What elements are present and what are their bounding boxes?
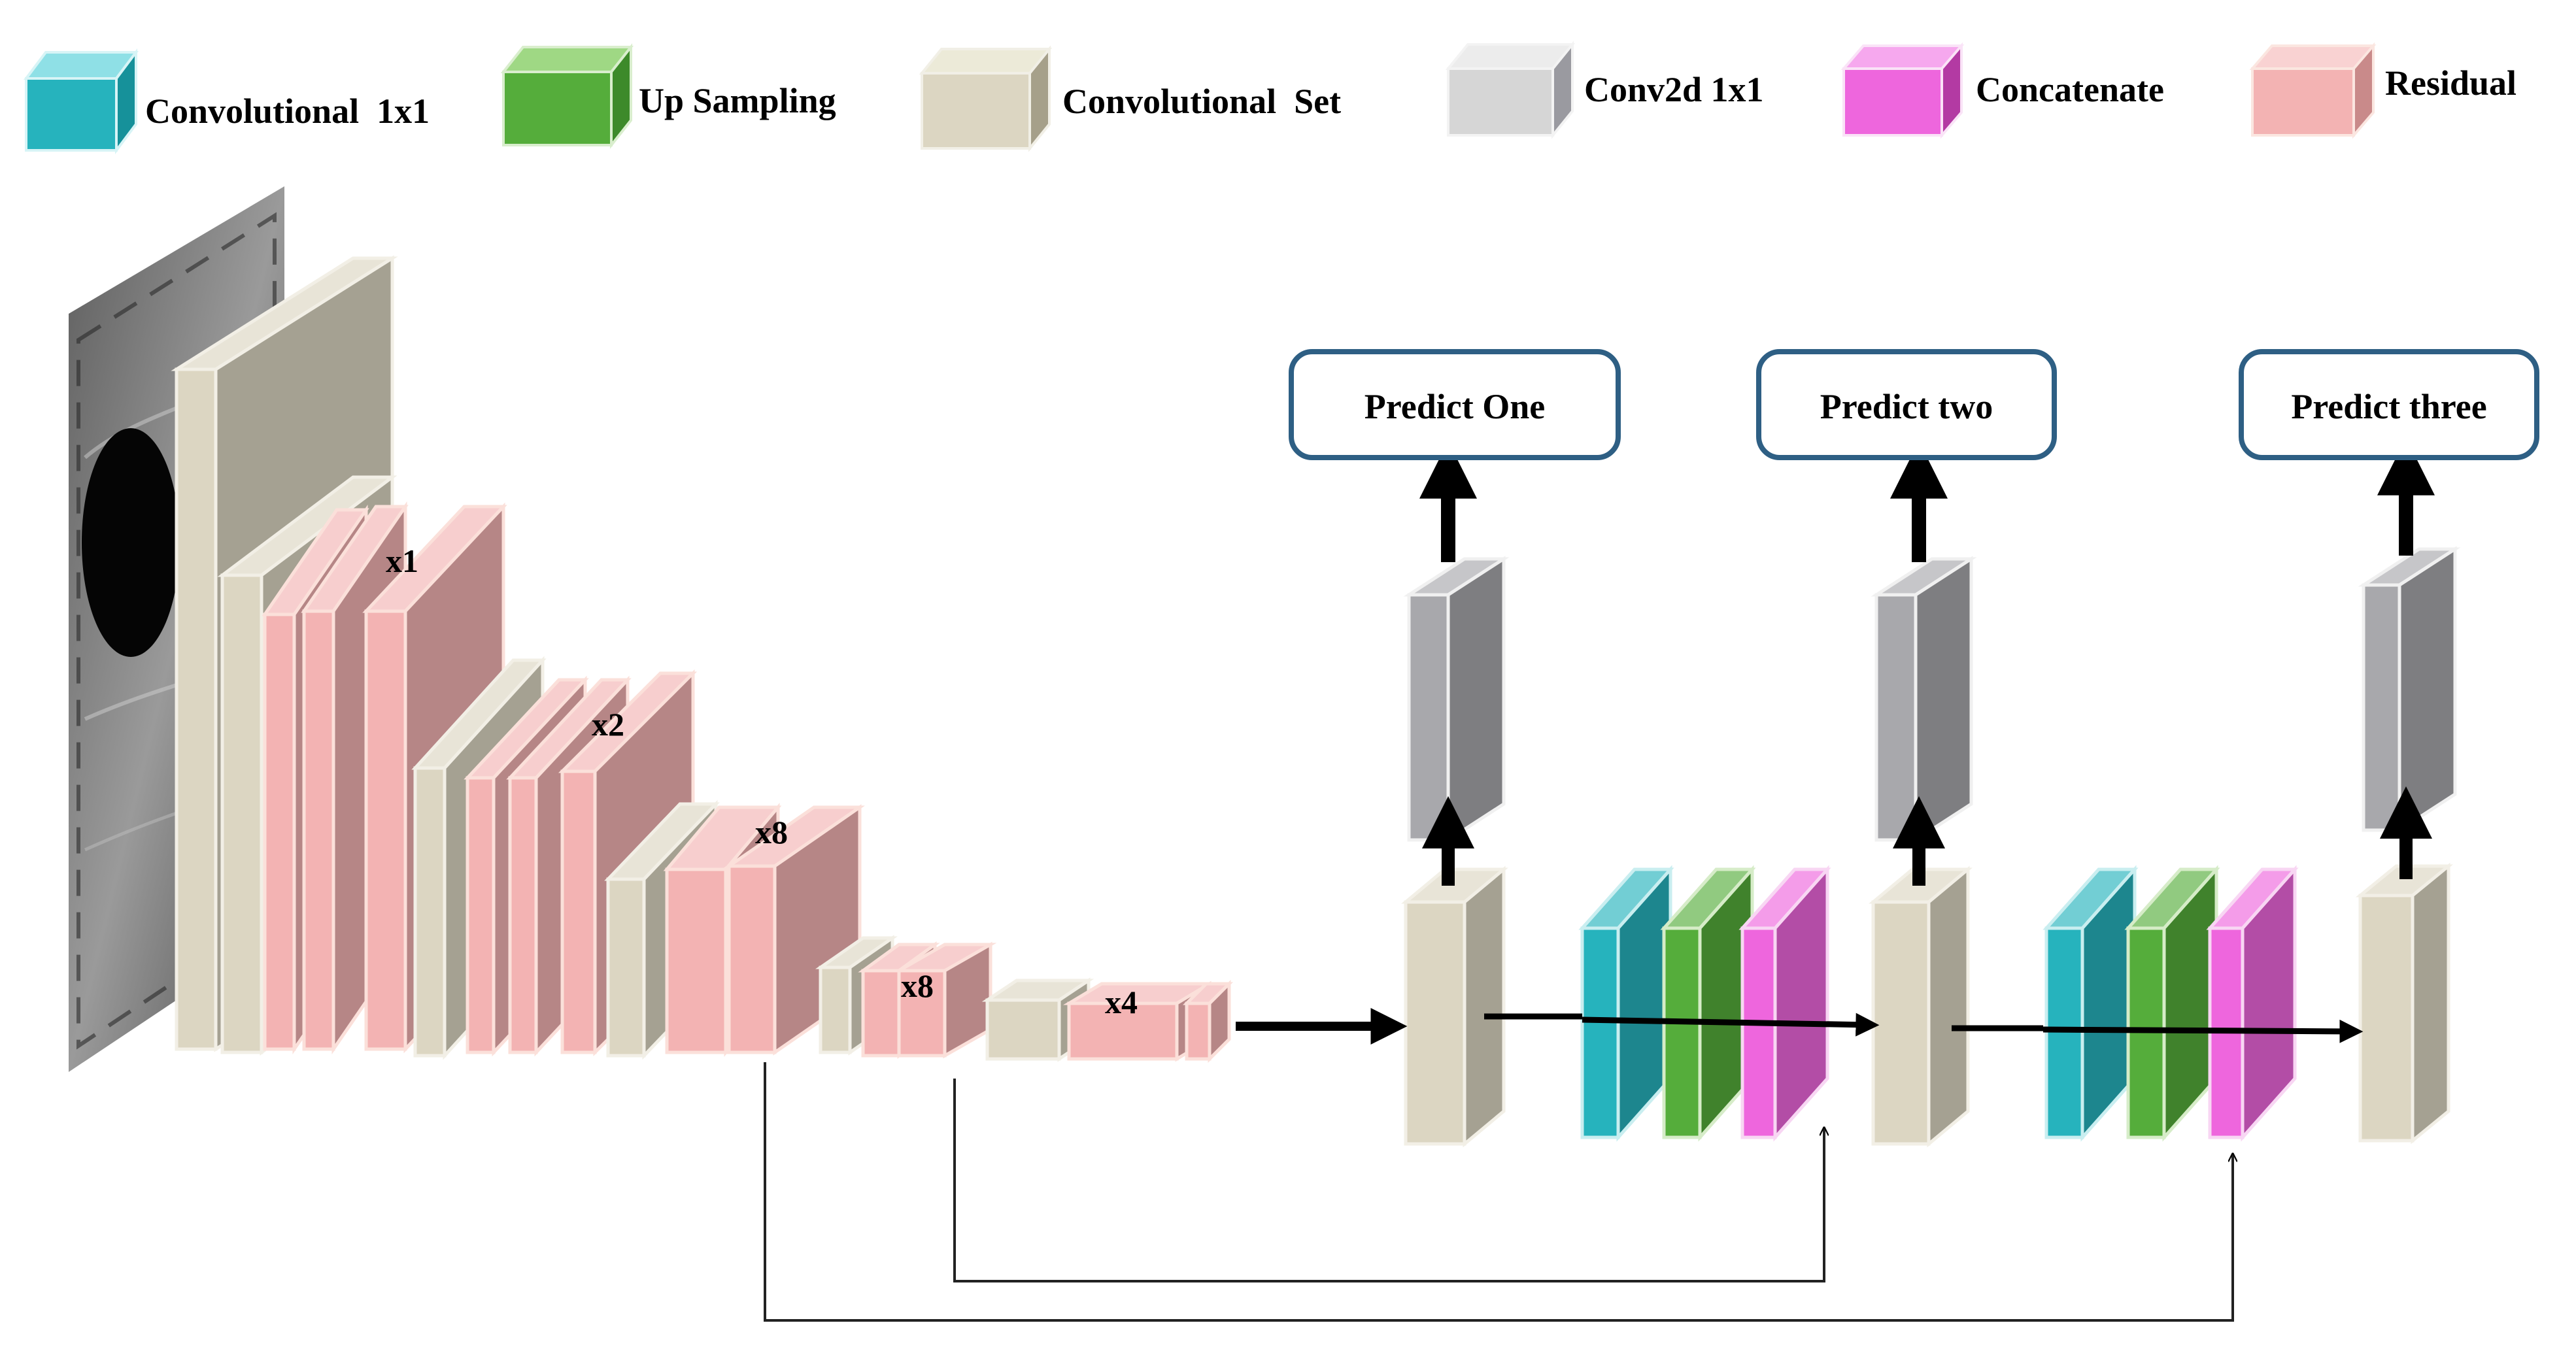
legend-label: Concatenate <box>1976 70 2164 109</box>
repeat-label-x8-second: x8 <box>901 967 934 1004</box>
convolutional-set-block <box>1869 865 1973 1148</box>
predict-two-box: Predict two <box>1756 349 2057 460</box>
legend-label: Convolutional Set <box>1062 82 1341 121</box>
repeat-label-x2: x2 <box>592 706 624 743</box>
beige-block-icon <box>919 45 1053 152</box>
convolutional-set-block <box>1401 865 1508 1148</box>
concatenate-block <box>1738 865 1831 1142</box>
repeat-label-x1: x1 <box>386 543 418 579</box>
gray-block-icon <box>1445 41 1576 139</box>
concatenate-block <box>2206 865 2299 1142</box>
concat-to-set-two-arrow <box>1582 1013 1880 1037</box>
detection-heads <box>1401 546 2461 1148</box>
skip-connection-short <box>953 1079 1824 1282</box>
convolutional-set-block <box>2355 862 2454 1145</box>
up-sampling-block <box>2124 865 2220 1142</box>
predict-one-label: Predict One <box>1364 387 1545 426</box>
legend-item-up-sampling: Up Sampling <box>500 43 836 149</box>
conv2d-1x1-block <box>2358 546 2461 833</box>
legend-label: Convolutional 1x1 <box>145 92 430 131</box>
legend-label: Residual <box>2385 63 2517 103</box>
predict-two-label: Predict two <box>1820 387 1993 426</box>
skip-connection-long <box>764 1062 2233 1322</box>
legend-item-residual: Residual <box>2249 42 2517 139</box>
backbone <box>171 255 1234 1064</box>
lesion-shape <box>82 428 180 657</box>
convolutional-1x1-block <box>1578 865 1674 1142</box>
magenta-block-icon <box>1840 42 1965 139</box>
cyan-block-icon <box>24 48 139 154</box>
residual-layer <box>1182 979 1234 1064</box>
green-block-icon <box>500 43 634 149</box>
legend-item-convolutional-set: Convolutional Set <box>919 45 1341 152</box>
legend-label: Conv2d 1x1 <box>1584 70 1764 109</box>
up-sampling-block <box>1660 865 1756 1142</box>
predict-one-box: Predict One <box>1289 349 1621 460</box>
pink-block-icon <box>2249 42 2377 139</box>
legend-label: Up Sampling <box>639 81 836 120</box>
predict-three-box: Predict three <box>2239 349 2539 460</box>
conv2d-1x1-block <box>1871 556 1977 843</box>
repeat-label-x8: x8 <box>755 814 788 850</box>
legend-item-concatenate: Concatenate <box>1840 42 2164 139</box>
convolutional-1x1-block <box>2042 865 2139 1142</box>
repeat-label-x4: x4 <box>1105 984 1138 1020</box>
legend: Convolutional 1x1 Up Sampling Convolutio… <box>24 41 2517 154</box>
legend-item-conv2d-1x1: Conv2d 1x1 <box>1445 41 1764 139</box>
concat-to-set-three-arrow <box>2042 1019 2364 1043</box>
conv2d-1x1-block <box>1403 556 1510 843</box>
predict-three-label: Predict three <box>2291 387 2486 426</box>
flow-arrows <box>764 437 2435 1322</box>
legend-item-convolutional-1x1: Convolutional 1x1 <box>24 48 430 154</box>
